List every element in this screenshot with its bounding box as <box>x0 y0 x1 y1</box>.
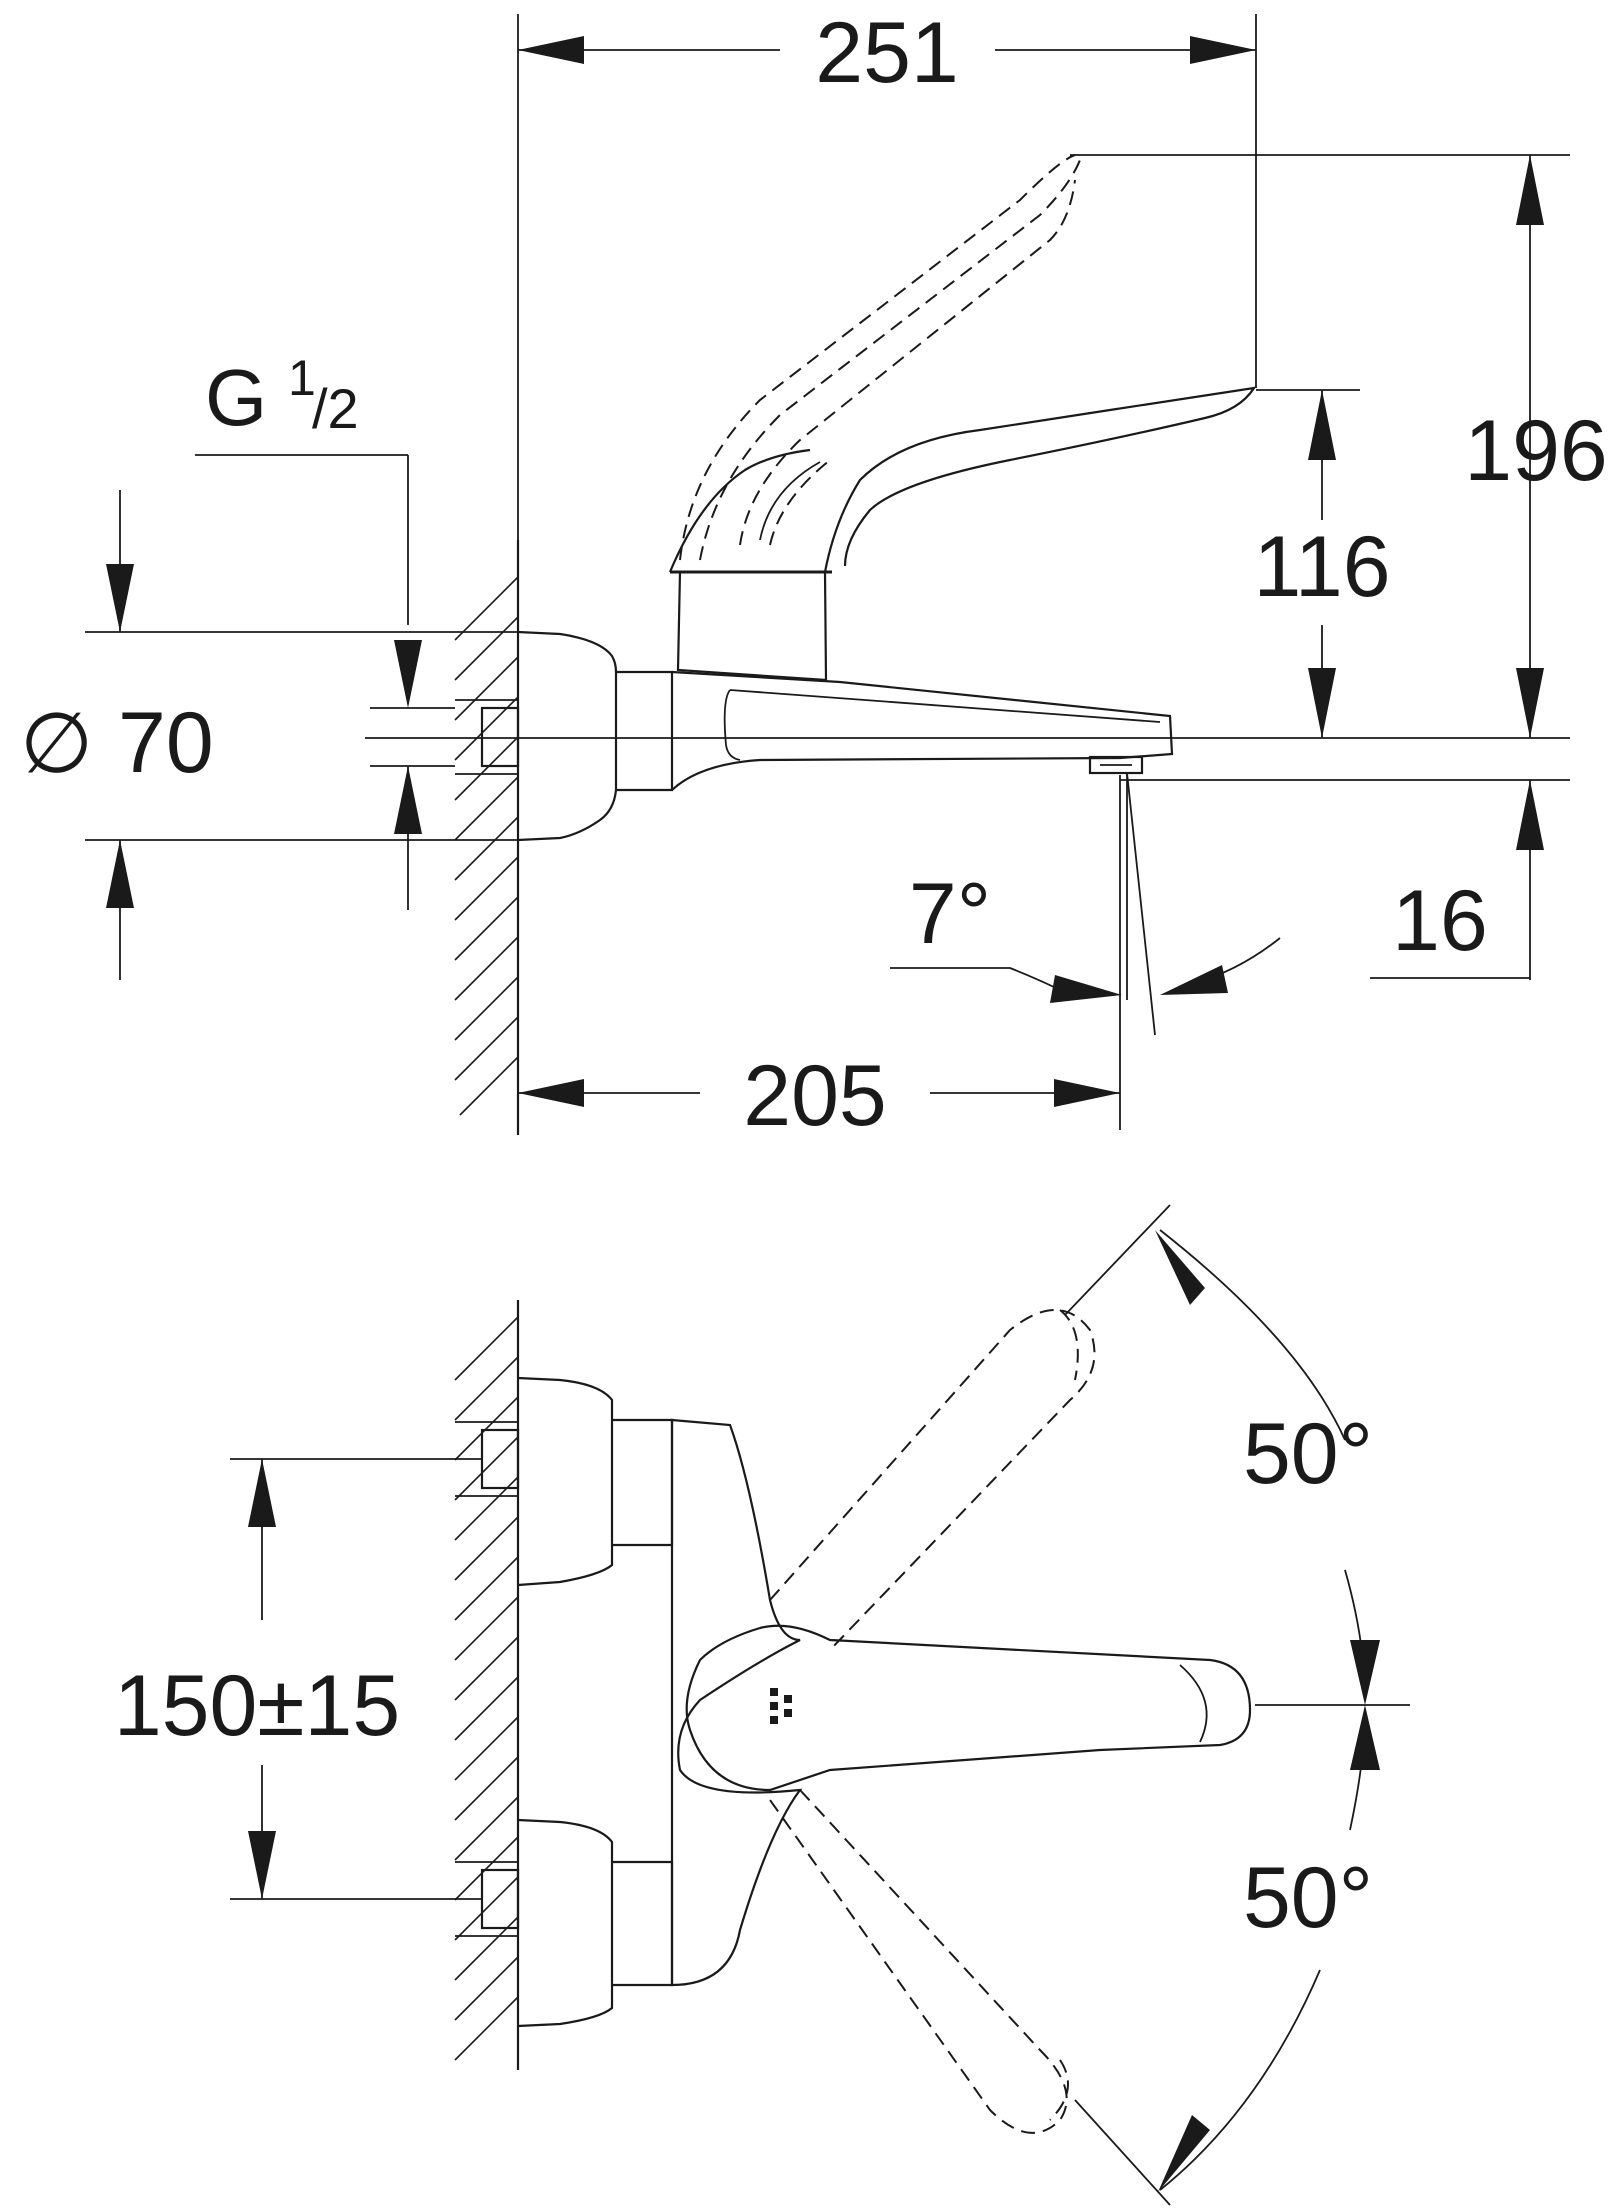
dim-spout-projection: 205 <box>517 775 1121 1144</box>
dim-spout-clearance: 16 <box>1392 780 1544 969</box>
dim-spout-angle-value: 7° <box>909 866 991 962</box>
top-lever <box>685 1624 1252 1792</box>
swing-angle-construction <box>1064 1204 1410 2206</box>
dim-flange-diameter: ∅ 70 <box>20 490 518 980</box>
top-lever-inner <box>1179 1664 1208 1743</box>
dim-spout-projection-value: 205 <box>743 1048 887 1144</box>
connector <box>616 670 674 792</box>
dim-thread-denominator: /2 <box>312 377 359 440</box>
cartridge-body <box>676 570 828 682</box>
dim-handle-height-value: 116 <box>1253 519 1390 615</box>
dim-diameter-value: 70 <box>118 695 214 791</box>
aerator <box>1088 755 1144 775</box>
top-wall-hatching <box>454 1316 519 2061</box>
swing-upper-value: 50° <box>1243 1406 1373 1502</box>
dim-handle-height: 116 <box>1253 389 1391 738</box>
lower-inlet <box>455 1818 674 2028</box>
lever-base-inner <box>759 461 821 541</box>
dim-spout-angle: 7° <box>890 772 1281 1036</box>
lever-raised-dashed <box>679 154 1081 561</box>
side-view: 251 205 196 <box>20 5 1608 1144</box>
dim-spout-clearance-value: 16 <box>1392 873 1488 969</box>
spout-inner-curve <box>723 689 741 761</box>
wall-hatching <box>454 576 519 1116</box>
spout-body <box>671 670 1174 791</box>
top-body <box>670 1418 803 1987</box>
lever <box>823 386 1257 573</box>
dim-thread-numerator: 1 <box>288 350 316 406</box>
inlet-pipe <box>455 699 520 775</box>
spout-inner-line <box>729 689 1161 723</box>
dim-overall-length: 251 <box>517 5 1257 540</box>
swing-lower-value: 50° <box>1243 1850 1373 1946</box>
upper-inlet <box>455 1376 674 1587</box>
dim-overall-height-value: 196 <box>1464 403 1608 499</box>
dim-center-distance-value: 150±15 <box>114 1658 400 1754</box>
lever-base-curve <box>668 448 811 573</box>
dim-thread-letter: G <box>205 353 267 442</box>
dim-thread: G 1 /2 <box>195 350 455 910</box>
wall-flange <box>517 630 618 842</box>
top-lever-upper-dashed <box>769 1309 1096 1651</box>
lever-center-mark <box>770 1688 792 1724</box>
dim-center-distance: 150±15 <box>114 1458 482 1900</box>
top-view: 50° 50° 150±15 <box>114 1204 1410 2206</box>
dim-overall-length-value: 251 <box>815 5 959 101</box>
top-lever-lower-dashed <box>769 1789 1068 2134</box>
dim-diameter-symbol: ∅ <box>20 696 93 790</box>
